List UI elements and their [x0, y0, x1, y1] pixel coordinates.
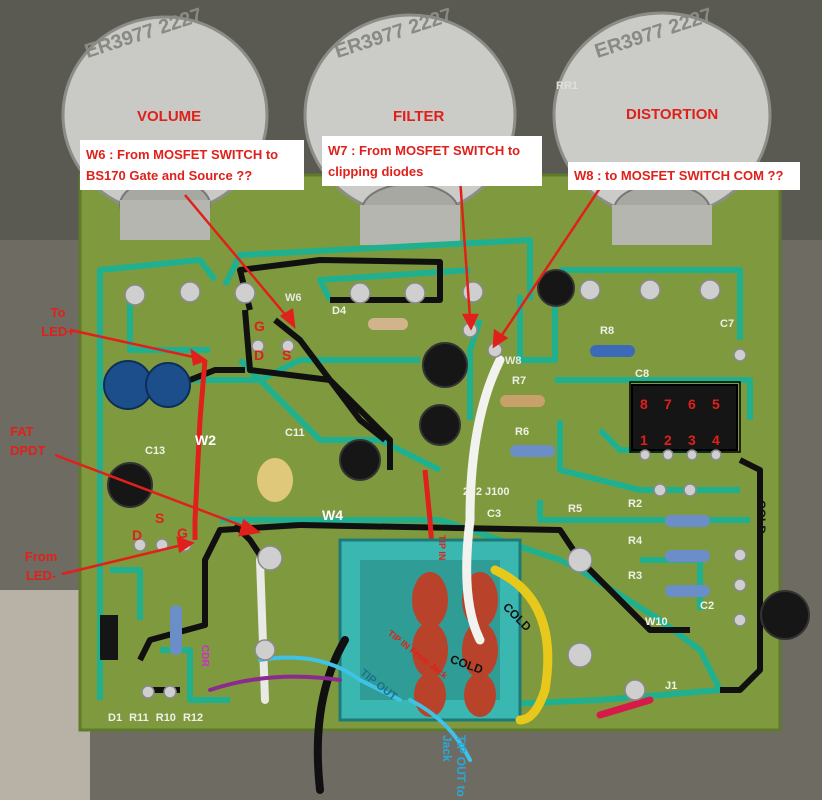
ic-pin-1: 1 [640, 432, 648, 448]
ic-pin-7: 7 [664, 396, 672, 412]
label-tip-out-to-jack: TIP OUT to Jack [440, 735, 468, 797]
pin-g-top: G [254, 318, 265, 334]
pot-title-filter: FILTER [393, 108, 445, 125]
pin-s-top: S [282, 347, 292, 363]
ic-chip-icon [629, 381, 741, 453]
resistor-icons [100, 318, 710, 660]
silk-r8: R8 [600, 325, 615, 337]
ic-pin-4: 4 [712, 432, 720, 448]
ic-pin-3: 3 [688, 432, 696, 448]
pin-g-left: G [177, 525, 188, 541]
silk-r4: R4 [628, 535, 643, 547]
silk-c8: C8 [635, 368, 650, 380]
solder-pads [124, 279, 747, 701]
ic-pin-2: 2 [664, 432, 672, 448]
label-to-led-plus: To LED+ [41, 305, 75, 339]
silk-c2: C2 [700, 600, 715, 612]
silk-r3: R3 [628, 570, 643, 582]
label-cdr: CDR [199, 645, 210, 667]
ic-pin-6: 6 [688, 396, 696, 412]
silk-bottom-row: D1 R11 R10 R12 [108, 712, 204, 724]
silk-c13: C13 [145, 445, 166, 457]
silk-2n2: 2n2 J100 [463, 486, 510, 498]
pin-d-left: D [132, 527, 143, 543]
label-cold-right: COLD [754, 500, 768, 534]
silk-r7: R7 [512, 375, 527, 387]
capacitor-icons [103, 269, 810, 640]
silk-w8: W8 [505, 355, 522, 367]
pot-title-distortion: DISTORTION [626, 106, 719, 123]
pin-d-top: D [254, 347, 265, 363]
silk-w10: W10 [645, 616, 668, 628]
note-w8: W8 : to MOSFET SWITCH COM ?? [568, 162, 800, 190]
lead-wires [208, 355, 654, 794]
ic-pin-8: 8 [640, 396, 648, 412]
silk-r5: R5 [568, 503, 583, 515]
pot-title-volume: VOLUME [137, 108, 202, 125]
pin-s-left: S [155, 510, 165, 526]
label-w2: W2 [195, 432, 216, 448]
annotation-arrows [54, 177, 602, 576]
silk-rr1: RR1 [556, 80, 579, 92]
silk-r2: R2 [628, 498, 643, 510]
ic-pin-5: 5 [712, 396, 720, 412]
label-fat-dpdt: FAT DPDT [10, 424, 46, 458]
label-tip-in-vertical: TIP IN [437, 535, 447, 561]
note-w6: W6 : From MOSFET SWITCH to BS170 Gate an… [80, 140, 304, 190]
silk-w6: W6 [285, 292, 302, 304]
note-w7: W7 : From MOSFET SWITCH to clipping diod… [322, 136, 542, 186]
label-from-led-minus: From LED- [24, 549, 58, 583]
label-w4: W4 [322, 507, 343, 523]
silk-j1: J1 [665, 680, 678, 692]
silk-c3: C3 [487, 508, 502, 520]
silk-c7: C7 [720, 318, 735, 330]
silk-r6: R6 [515, 426, 530, 438]
silk-d4: D4 [332, 305, 347, 317]
silk-c11: C11 [285, 427, 305, 439]
